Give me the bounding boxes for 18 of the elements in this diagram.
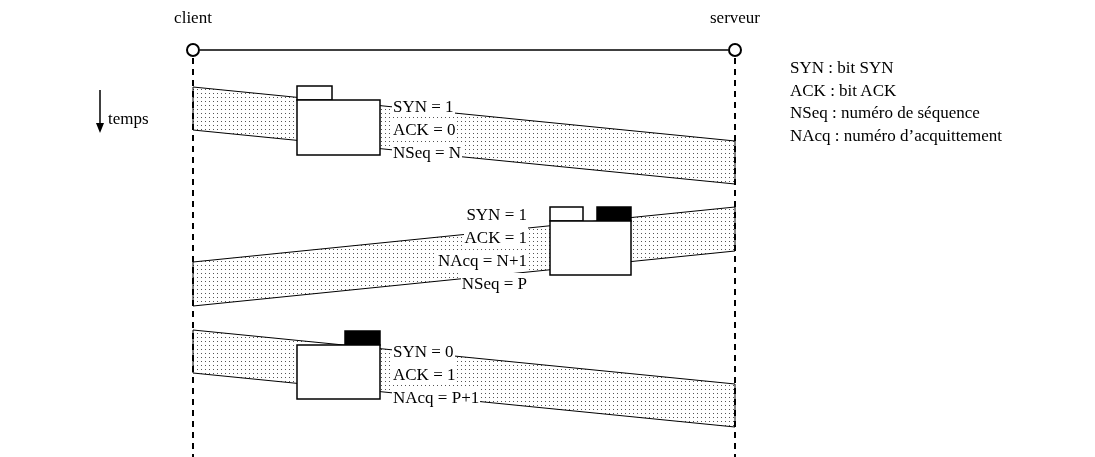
field-value: ACK = 0: [392, 119, 457, 140]
field-value: NSeq = P: [460, 273, 528, 294]
endpoint-label: serveur: [710, 8, 760, 28]
packet-box: [549, 206, 632, 276]
packet-box: [296, 85, 381, 156]
legend-note: SYN : bit SYN: [790, 57, 894, 79]
axis-label: temps: [108, 108, 149, 130]
endpoint-label: client: [174, 8, 212, 28]
field-value: NSeq = N: [392, 142, 463, 163]
field-value: NAcq = N+1: [436, 250, 528, 271]
legend-note: NAcq : numéro d’acquittement: [790, 124, 1002, 147]
field-value: ACK = 1: [392, 364, 457, 385]
connector-line: [199, 49, 729, 51]
legend-note: NSeq : numéro de séquence: [790, 102, 980, 124]
field-value: ACK = 1: [463, 227, 528, 248]
packet-box: [296, 330, 381, 400]
legend-note: ACK : bit ACK: [790, 79, 897, 102]
field-value: NAcq = P+1: [392, 387, 481, 408]
